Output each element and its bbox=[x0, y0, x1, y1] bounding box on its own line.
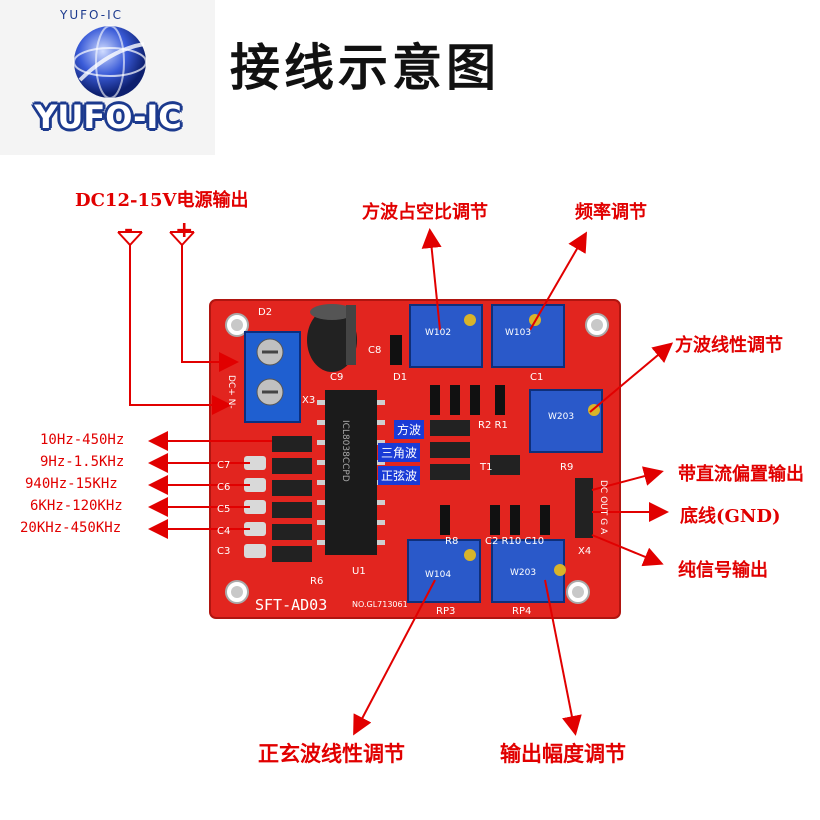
freq-range-5: 20KHz-450KHz bbox=[20, 520, 122, 536]
pot-freq bbox=[491, 304, 565, 368]
silk-c3: C3 bbox=[217, 546, 231, 557]
minus-sign: - bbox=[124, 218, 134, 243]
pot-label-freq: W103 bbox=[505, 328, 532, 338]
plus-sign: + bbox=[175, 218, 194, 243]
logo: YUFO-IC YUFO-IC bbox=[0, 0, 215, 155]
silk-r8: R8 bbox=[445, 536, 459, 547]
silk-c7: C7 bbox=[217, 460, 231, 471]
silk-r9: R9 bbox=[560, 462, 574, 473]
silk-r6: R6 bbox=[310, 576, 324, 587]
freq-range-3: 940Hz-15KHz bbox=[25, 476, 118, 492]
silk-rp4: RP4 bbox=[512, 606, 532, 617]
silk-out-pins: DC OUT G A bbox=[598, 480, 608, 535]
pure-signal-label: 纯信号输出 bbox=[678, 560, 768, 581]
pot-square bbox=[529, 389, 603, 453]
silk-c9: C9 bbox=[330, 372, 344, 383]
board-serial: NO.GL713061 bbox=[352, 600, 408, 609]
pot-amp bbox=[491, 539, 565, 603]
silk-c1: C1 bbox=[530, 372, 544, 383]
freq-range-1: 10Hz-450Hz bbox=[40, 432, 125, 448]
duty-label: 方波占空比调节 bbox=[362, 202, 488, 223]
dc-bias-label: 带直流偏置输出 bbox=[678, 464, 804, 485]
globe-logo-icon bbox=[73, 25, 147, 99]
pot-label-amp: W203 bbox=[510, 568, 537, 578]
silk-u1: U1 bbox=[352, 566, 366, 577]
jumper-triangle: 三角波 bbox=[378, 443, 421, 462]
gnd-label: 底线(GND) bbox=[680, 506, 781, 527]
power-label: DC12-15V电源输出 bbox=[75, 190, 249, 211]
logo-brand-text: YUFO-IC bbox=[34, 98, 182, 136]
silk-t1: T1 bbox=[480, 462, 493, 473]
page-title: 接线示意图 bbox=[230, 38, 500, 97]
pot-label-sine: W104 bbox=[425, 570, 452, 580]
silk-c5: C5 bbox=[217, 504, 231, 515]
silk-x3: X3 bbox=[302, 395, 316, 406]
silk-c4: C4 bbox=[217, 526, 231, 537]
silk-d1: D1 bbox=[393, 372, 408, 383]
pot-label-duty: W102 bbox=[425, 328, 452, 338]
ic-chip bbox=[325, 390, 377, 555]
ic-label: ICL8038CCPD bbox=[340, 420, 350, 482]
freq-range-2: 9Hz-1.5KHz bbox=[40, 454, 125, 470]
square-lin-label: 方波线性调节 bbox=[675, 335, 783, 356]
freq-range-4: 6KHz-120KHz bbox=[30, 498, 123, 514]
jumper-sine: 正弦波 bbox=[378, 466, 421, 485]
logo-ring-text: YUFO-IC bbox=[60, 8, 124, 22]
electrolytic-capacitor bbox=[307, 308, 357, 372]
silk-r2r1: R2 R1 bbox=[478, 420, 508, 431]
sine-lin-label: 正玄波线性调节 bbox=[258, 741, 405, 766]
silk-x4: X4 bbox=[578, 546, 592, 557]
freq-label: 频率调节 bbox=[575, 202, 647, 223]
pot-label-square: W203 bbox=[548, 412, 575, 422]
silk-c8: C8 bbox=[368, 345, 382, 356]
jumper-square: 方波 bbox=[394, 420, 425, 439]
silk-c6: C6 bbox=[217, 482, 231, 493]
silk-c2r10c10: C2 R10 C10 bbox=[485, 536, 545, 547]
amp-label: 输出幅度调节 bbox=[500, 741, 626, 766]
board-model: SFT-AD03 bbox=[255, 596, 328, 614]
silk-rp3: RP3 bbox=[436, 606, 456, 617]
silk-dc-in: DC+ N- bbox=[226, 375, 236, 409]
silk-d2: D2 bbox=[258, 307, 273, 318]
